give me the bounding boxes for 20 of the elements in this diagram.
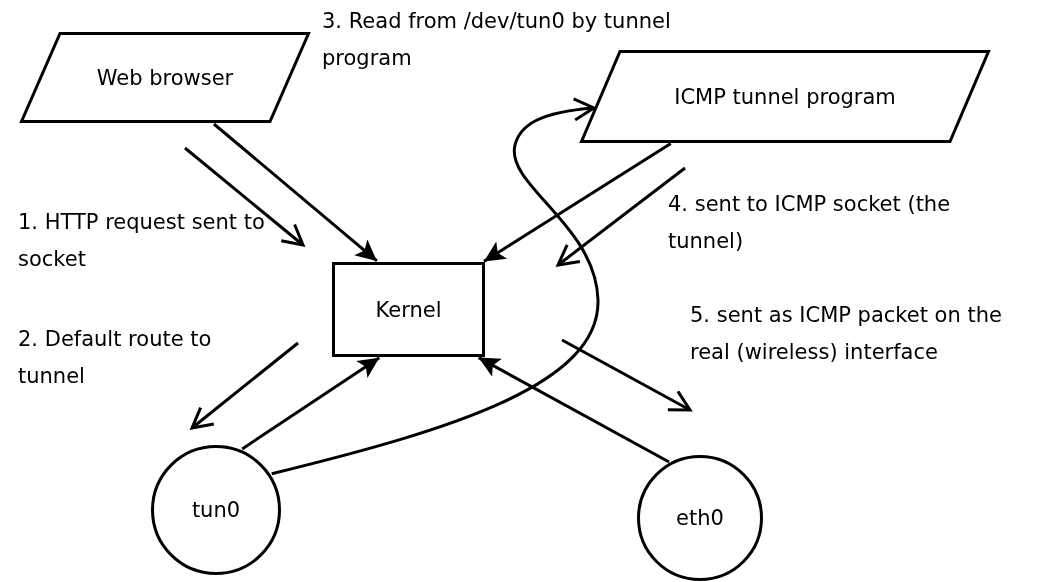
arrow [271, 97, 600, 476]
kernel-box [332, 262, 485, 357]
step-note: 1. HTTP request sent to socket [18, 209, 266, 273]
step-note: 4. sent to ICMP socket (the tunnel) [668, 191, 952, 255]
node-label: tun0 [191, 498, 241, 522]
step-note: 3. Read from /dev/tun0 by tunnel program [322, 8, 672, 72]
step-note: 2. Default route to tunnel [18, 326, 213, 390]
node-label: ICMP tunnel program [674, 84, 896, 109]
node-label: Web browser [96, 65, 234, 90]
step-note: 5. sent as ICMP packet on the real (wireless) interface [690, 302, 1003, 366]
interface-circle [637, 455, 763, 581]
arrow [483, 142, 672, 263]
arrow [477, 356, 670, 464]
node-label: eth0 [676, 506, 724, 530]
node-label: Kernel [375, 297, 442, 322]
arrow [212, 122, 378, 263]
program-parallelogram [580, 50, 990, 143]
arrow [241, 356, 381, 451]
program-parallelogram [20, 32, 310, 123]
interface-circle [151, 445, 281, 575]
